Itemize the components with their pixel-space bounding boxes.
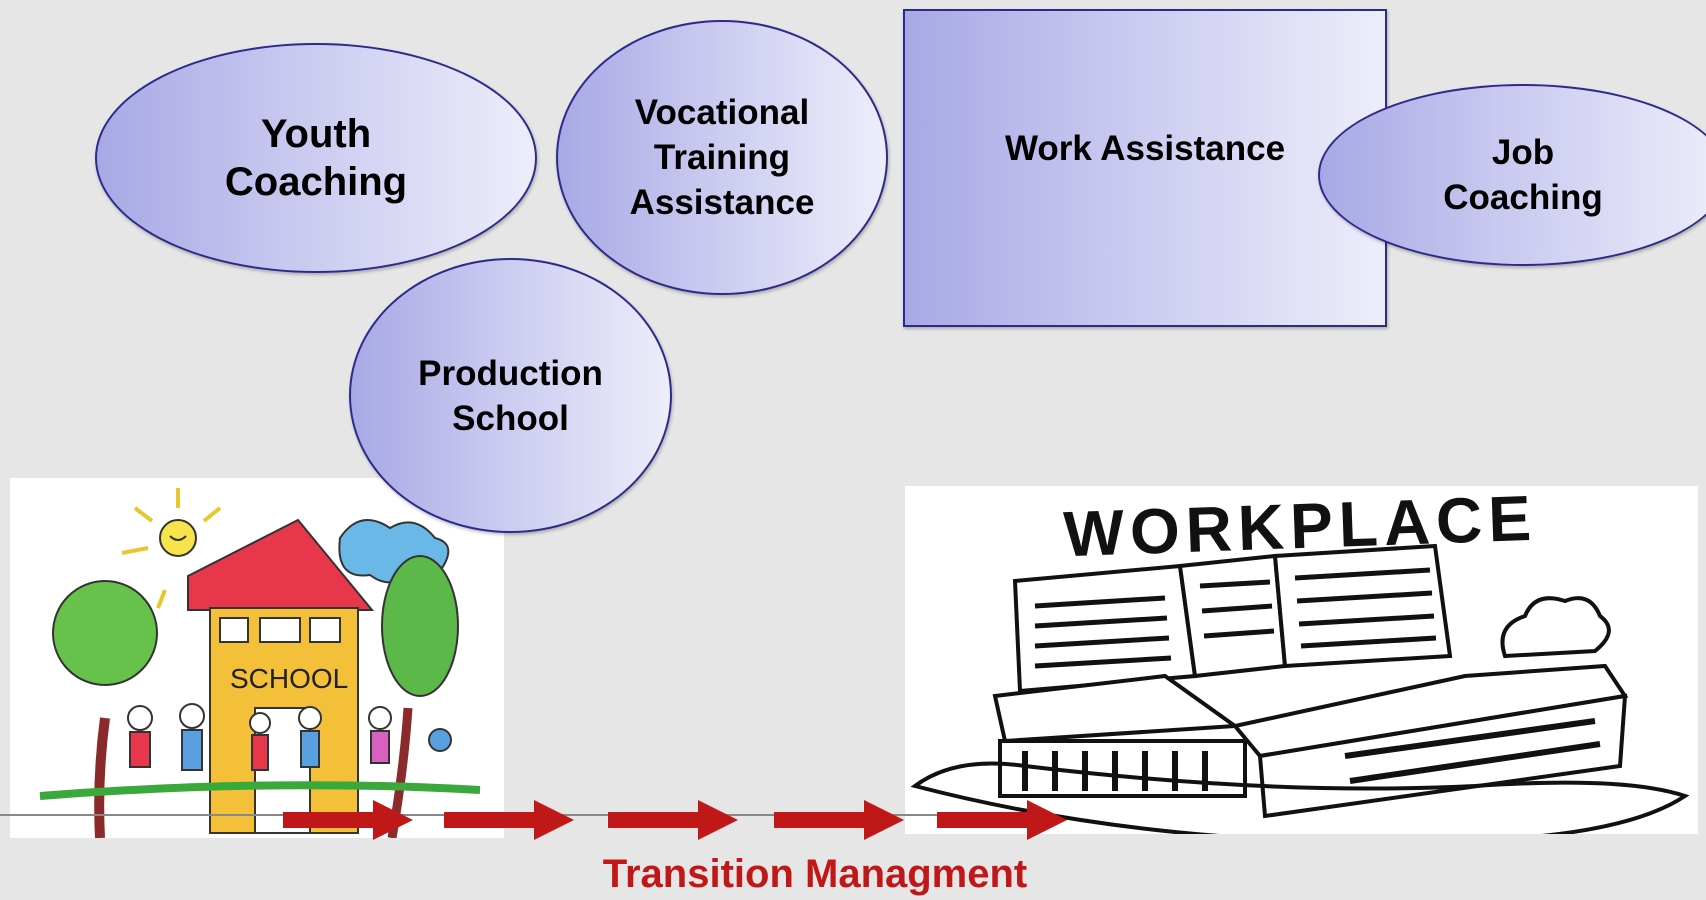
production-school-ellipse[interactable]: Production School	[349, 258, 672, 533]
youth-coaching-label: Youth Coaching	[224, 112, 408, 204]
youth-coaching-ellipse[interactable]: Youth Coaching	[95, 43, 537, 273]
arrow-right-icon	[937, 800, 1067, 840]
arrow-right-icon	[608, 800, 738, 840]
production-school-label: Production School	[418, 353, 603, 438]
arrow-right-icon	[444, 800, 574, 840]
job-coaching-ellipse[interactable]: Job Coaching	[1318, 84, 1706, 266]
vocational-training-ellipse[interactable]: Vocational Training Assistance	[556, 20, 888, 295]
workplace-illustration: WORKPLACE	[905, 486, 1698, 834]
vocational-training-label: Vocational Training Assistance	[629, 93, 815, 222]
workplace-drawing: WORKPLACE	[905, 486, 1698, 834]
work-assistance-rectangle[interactable]: Work Assistance	[903, 9, 1387, 327]
arrow-right-icon	[774, 800, 904, 840]
job-coaching-label: Job Coaching	[1443, 133, 1603, 217]
school-drawing: SCHOOL	[10, 478, 504, 838]
school-sign: SCHOOL	[230, 663, 348, 694]
school-illustration: SCHOOL	[10, 478, 504, 838]
arrow-right-icon	[283, 800, 413, 840]
transition-management-label: Transition Managment	[602, 852, 1028, 896]
work-assistance-label: Work Assistance	[1004, 129, 1286, 168]
